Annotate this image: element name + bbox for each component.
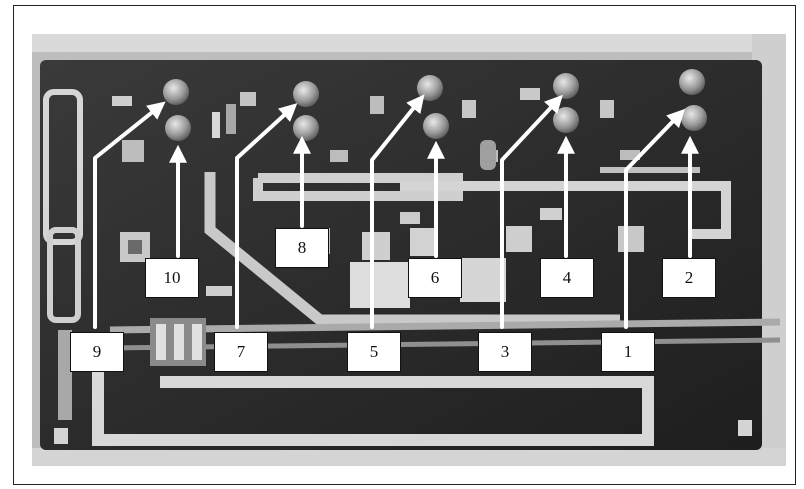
callout-1: 1	[601, 332, 655, 372]
callout-8: 8	[275, 228, 329, 268]
callout-9: 9	[70, 332, 124, 372]
callout-6: 6	[408, 258, 462, 298]
callout-10: 10	[145, 258, 199, 298]
callout-5: 5	[347, 332, 401, 372]
callout-4: 4	[540, 258, 594, 298]
callout-7: 7	[214, 332, 268, 372]
callout-3: 3	[478, 332, 532, 372]
callout-2: 2	[662, 258, 716, 298]
